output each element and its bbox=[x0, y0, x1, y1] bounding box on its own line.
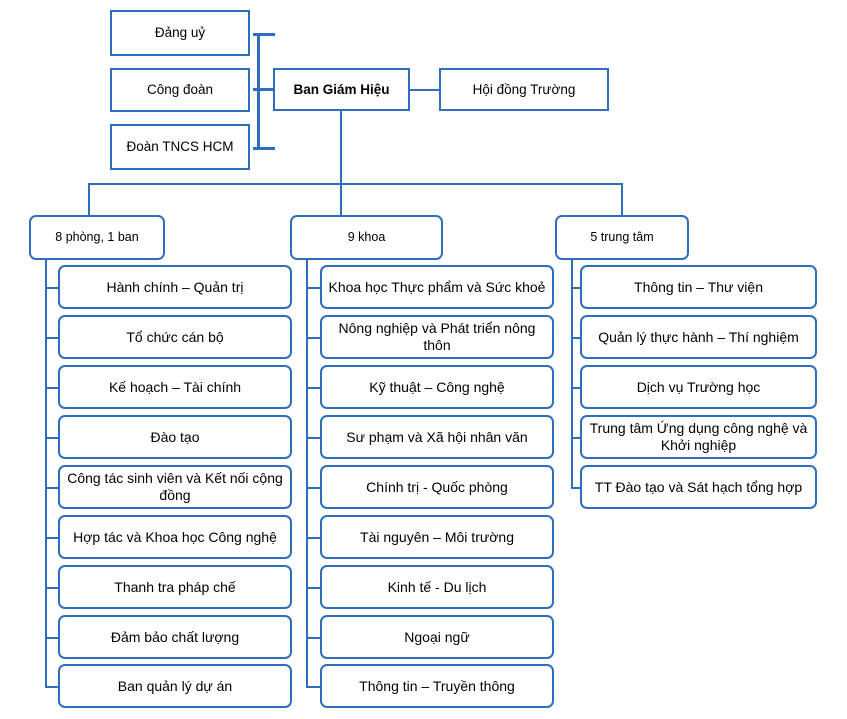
group-header-5-trung-tam[interactable]: 5 trung tâm bbox=[555, 215, 689, 260]
box-doan-tncs-hcm[interactable]: Đoàn TNCS HCM bbox=[110, 124, 250, 170]
connector-group-spine-2 bbox=[571, 260, 573, 488]
leaf-quan-ly-thuc-hanh-thi-nghiem[interactable]: Quản lý thực hành – Thí nghiệm bbox=[580, 315, 817, 359]
leaf-dich-vu-truong-hoc[interactable]: Dịch vụ Trường học bbox=[580, 365, 817, 409]
box-hoi-dong-truong[interactable]: Hội đồng Trường bbox=[439, 68, 609, 111]
connector-stub-g1-5 bbox=[306, 537, 320, 539]
connector-stub-g0-2 bbox=[45, 387, 59, 389]
leaf-label: Quản lý thực hành – Thí nghiệm bbox=[598, 328, 799, 345]
connector-dang-uy-stub bbox=[253, 33, 275, 36]
connector-stub-g0-5 bbox=[45, 537, 59, 539]
connector-doan-tncs-stub bbox=[253, 147, 275, 150]
leaf-thong-tin-truyen-thong[interactable]: Thông tin – Truyền thông bbox=[320, 664, 554, 708]
connector-stub-g0-4 bbox=[45, 487, 59, 489]
connector-stub-g2-4 bbox=[571, 487, 583, 489]
connector-group-spine-1 bbox=[306, 260, 308, 686]
box-dang-uy[interactable]: Đảng uỷ bbox=[110, 10, 250, 56]
connector-group-spine-0 bbox=[45, 260, 47, 686]
leaf-chinh-tri-quoc-phong[interactable]: Chính trị - Quốc phòng bbox=[320, 465, 554, 509]
leaf-hanh-chinh-quan-tri[interactable]: Hành chính – Quản trị bbox=[58, 265, 292, 309]
leaf-to-chuc-can-bo[interactable]: Tổ chức cán bộ bbox=[58, 315, 292, 359]
group-header-label: 8 phòng, 1 ban bbox=[55, 230, 139, 245]
leaf-ky-thuat-cong-nghe[interactable]: Kỹ thuật – Công nghệ bbox=[320, 365, 554, 409]
leaf-label: Kỹ thuật – Công nghệ bbox=[369, 378, 505, 395]
connector-left-units-spine bbox=[257, 33, 260, 149]
leaf-label: Thông tin – Truyền thông bbox=[359, 677, 515, 694]
connector-stub-g1-2 bbox=[306, 387, 320, 389]
group-header-9-khoa[interactable]: 9 khoa bbox=[290, 215, 443, 260]
box-label: Hội đồng Trường bbox=[472, 81, 576, 97]
box-label: Ban Giám Hiệu bbox=[293, 81, 390, 97]
leaf-dam-bao-chat-luong[interactable]: Đảm bảo chất lượng bbox=[58, 615, 292, 659]
connector-stub-g1-3 bbox=[306, 437, 320, 439]
leaf-ke-hoach-tai-chinh[interactable]: Kế hoạch – Tài chính bbox=[58, 365, 292, 409]
leaf-thong-tin-thu-vien[interactable]: Thông tin – Thư viện bbox=[580, 265, 817, 309]
connector-level2-drop-left bbox=[88, 183, 90, 215]
connector-stub-g2-3 bbox=[571, 437, 583, 439]
leaf-trung-tam-ung-dung-cong-nghe-khoi-nghiep[interactable]: Trung tâm Ứng dụng công nghệ và Khởi ngh… bbox=[580, 415, 817, 459]
box-label: Đoàn TNCS HCM bbox=[126, 139, 234, 155]
connector-stub-g0-0 bbox=[45, 287, 59, 289]
group-header-label: 9 khoa bbox=[347, 230, 386, 245]
leaf-nong-nghiep-phat-trien-nong-thon[interactable]: Nông nghiệp và Phát triển nông thôn bbox=[320, 315, 554, 359]
leaf-label: Đảm bảo chất lượng bbox=[110, 628, 240, 645]
connector-stub-g1-6 bbox=[306, 587, 320, 589]
connector-stub-g1-7 bbox=[306, 637, 320, 639]
leaf-label: Kinh tế - Du lịch bbox=[387, 578, 487, 595]
leaf-label: Dịch vụ Trường học bbox=[636, 378, 761, 395]
leaf-cong-tac-sinh-vien[interactable]: Công tác sinh viên và Kết nối cộng đồng bbox=[58, 465, 292, 509]
leaf-su-pham-xa-hoi-nhan-van[interactable]: Sư phạm và Xã hội nhân văn bbox=[320, 415, 554, 459]
leaf-label: Chính trị - Quốc phòng bbox=[366, 478, 508, 495]
leaf-label: Công tác sinh viên và Kết nối cộng đồng bbox=[67, 470, 283, 503]
connector-cong-doan-stub bbox=[253, 88, 283, 91]
leaf-label: Ban quản lý dự án bbox=[117, 677, 233, 694]
leaf-dao-tao[interactable]: Đào tạo bbox=[58, 415, 292, 459]
connector-stub-g1-1 bbox=[306, 337, 320, 339]
connector-bgh-to-hoi-dong bbox=[410, 89, 440, 91]
leaf-ngoai-ngu[interactable]: Ngoại ngữ bbox=[320, 615, 554, 659]
leaf-label: Trung tâm Ứng dụng công nghệ và Khởi ngh… bbox=[589, 420, 808, 453]
group-header-8-phong-1-ban[interactable]: 8 phòng, 1 ban bbox=[29, 215, 165, 260]
connector-stub-g2-0 bbox=[571, 287, 583, 289]
connector-level2-drop-right bbox=[621, 183, 623, 215]
leaf-label: Thanh tra pháp chế bbox=[114, 578, 236, 595]
leaf-label: Kế hoạch – Tài chính bbox=[108, 378, 242, 395]
leaf-label: Thông tin – Thư viện bbox=[634, 278, 763, 295]
box-label: Công đoàn bbox=[146, 82, 214, 98]
leaf-label: Khoa học Thực phẩm và Sức khoẻ bbox=[328, 278, 546, 295]
connector-stub-g0-3 bbox=[45, 437, 59, 439]
leaf-khoa-hoc-thuc-pham-suc-khoe[interactable]: Khoa học Thực phẩm và Sức khoẻ bbox=[320, 265, 554, 309]
connector-stub-g0-6 bbox=[45, 587, 59, 589]
leaf-label: Ngoại ngữ bbox=[404, 628, 470, 645]
box-ban-giam-hieu[interactable]: Ban Giám Hiệu bbox=[273, 68, 410, 111]
leaf-label: Tài nguyên – Môi trường bbox=[360, 528, 514, 545]
leaf-label: Tổ chức cán bộ bbox=[126, 328, 224, 345]
connector-level2-bus bbox=[88, 183, 622, 185]
leaf-tai-nguyen-moi-truong[interactable]: Tài nguyên – Môi trường bbox=[320, 515, 554, 559]
leaf-tt-dao-tao-sat-hach-tong-hop[interactable]: TT Đào tạo và Sát hạch tổng hợp bbox=[580, 465, 817, 509]
connector-level2-drop-mid bbox=[340, 183, 342, 215]
leaf-ban-quan-ly-du-an[interactable]: Ban quản lý dự án bbox=[58, 664, 292, 708]
leaf-label: Sư phạm và Xã hội nhân văn bbox=[346, 428, 528, 445]
leaf-label: Hợp tác và Khoa học Công nghệ bbox=[73, 528, 277, 545]
leaf-thanh-tra-phap-che[interactable]: Thanh tra pháp chế bbox=[58, 565, 292, 609]
connector-stub-g0-1 bbox=[45, 337, 59, 339]
leaf-label: Hành chính – Quản trị bbox=[106, 278, 244, 295]
connector-stub-g1-4 bbox=[306, 487, 320, 489]
box-cong-doan[interactable]: Công đoàn bbox=[110, 68, 250, 112]
connector-stub-g0-7 bbox=[45, 637, 59, 639]
connector-stub-g0-8 bbox=[45, 686, 59, 688]
connector-stub-g1-8 bbox=[306, 686, 320, 688]
group-header-label: 5 trung tâm bbox=[590, 230, 654, 245]
leaf-hop-tac-khoa-hoc-cong-nghe[interactable]: Hợp tác và Khoa học Công nghệ bbox=[58, 515, 292, 559]
connector-stub-g2-1 bbox=[571, 337, 583, 339]
box-label: Đảng uỷ bbox=[154, 25, 206, 41]
connector-stub-g1-0 bbox=[306, 287, 320, 289]
leaf-label: TT Đào tạo và Sát hạch tổng hợp bbox=[594, 478, 803, 495]
connector-stub-g2-2 bbox=[571, 387, 583, 389]
leaf-label: Đào tạo bbox=[150, 428, 200, 445]
leaf-label: Nông nghiệp và Phát triển nông thôn bbox=[338, 320, 536, 353]
connector-bgh-down bbox=[340, 110, 342, 184]
leaf-kinh-te-du-lich[interactable]: Kinh tế - Du lịch bbox=[320, 565, 554, 609]
